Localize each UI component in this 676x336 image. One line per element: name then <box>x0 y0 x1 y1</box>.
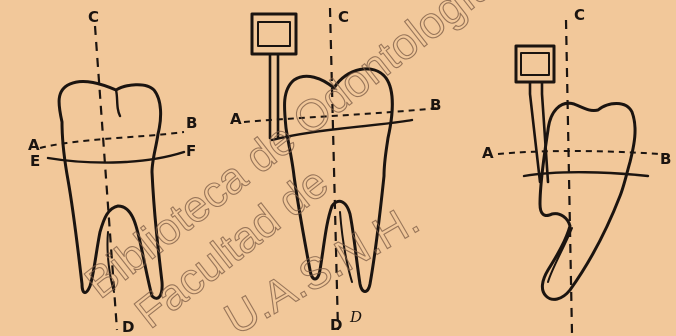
label-a: A <box>482 144 494 162</box>
tooth-outline <box>540 103 635 299</box>
label-e: E <box>30 152 40 170</box>
reference-line-ab <box>498 151 660 154</box>
library-watermark: Biblioteca de Odontología Facultad de U.… <box>76 0 504 336</box>
label-b: B <box>430 96 441 114</box>
tooth-figure-3: C A B <box>482 6 671 334</box>
label-b: B <box>186 114 197 132</box>
label-d-italic: D <box>349 308 362 326</box>
root-canal-line <box>548 228 572 282</box>
label-c: C <box>88 8 99 26</box>
fissure-line <box>116 90 120 116</box>
label-c: C <box>338 8 349 26</box>
instrument-head-inner <box>521 53 549 75</box>
instrument-shaft-left <box>530 82 540 182</box>
label-d-bold: D <box>330 316 342 334</box>
instrument-head-inner <box>258 22 290 46</box>
label-d: D <box>122 318 134 336</box>
reference-line-ef <box>48 152 184 163</box>
label-b: B <box>660 150 671 168</box>
label-a: A <box>230 110 242 128</box>
label-c: C <box>574 6 585 24</box>
label-f: F <box>186 142 196 160</box>
